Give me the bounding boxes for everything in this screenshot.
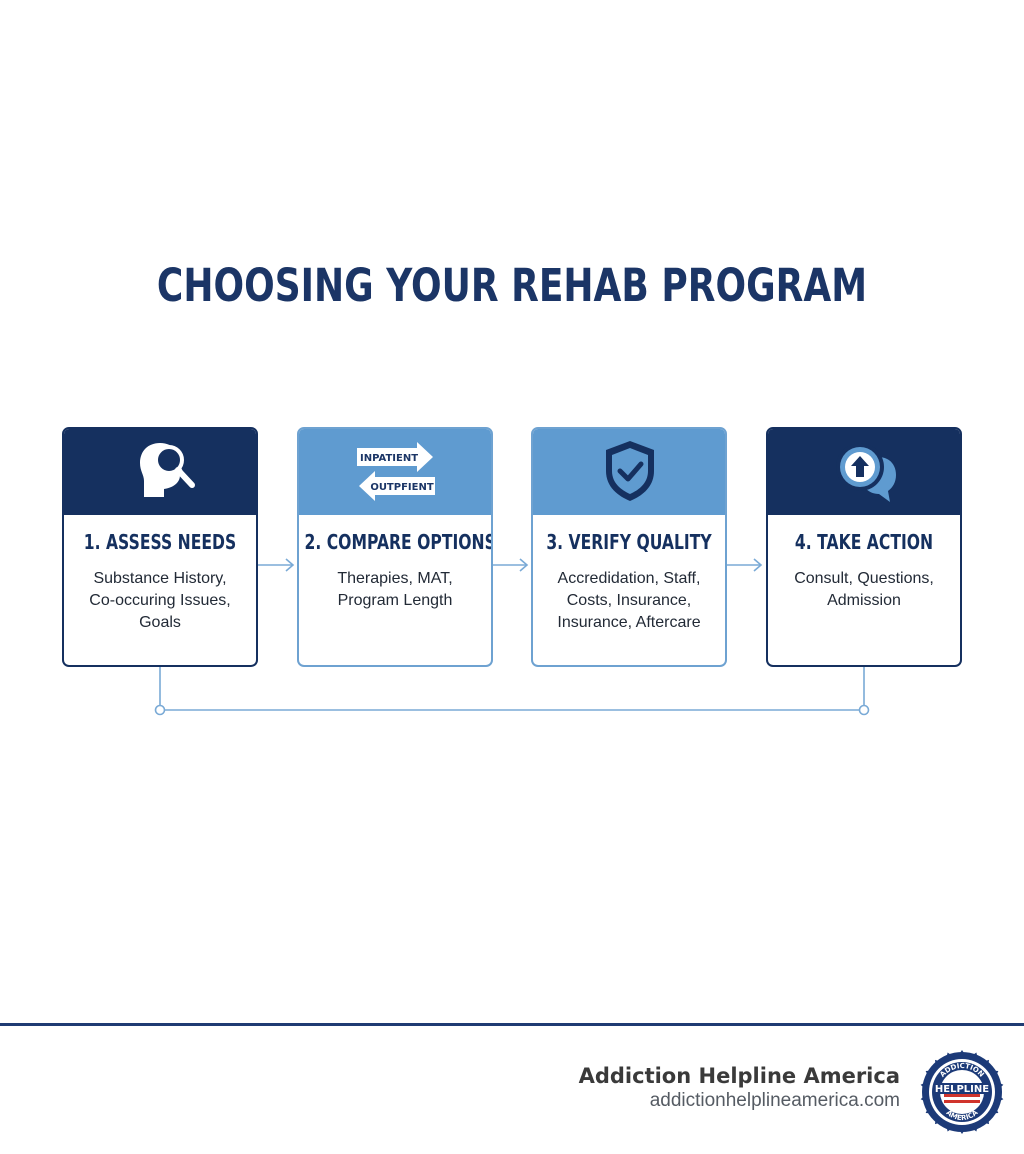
step-card-header xyxy=(768,429,960,515)
page-title: CHOOSING YOUR REHAB PROGRAM xyxy=(156,259,868,312)
loop-node-start xyxy=(154,704,166,716)
step-title: 2. COMPARE OPTIONS xyxy=(304,530,493,554)
step-description: Therapies, MAT, Program Length xyxy=(337,570,453,609)
svg-text:AMERICA: AMERICA xyxy=(945,1108,980,1122)
step-card-compare-options: INPATIENT OUTPFIENT 2. COMPARE OPTIONS T… xyxy=(297,427,493,667)
upload-chat-icon xyxy=(836,443,896,502)
shield-check-icon xyxy=(606,441,654,501)
svg-text:HELPLINE: HELPLINE xyxy=(935,1084,989,1095)
footer-divider xyxy=(0,1023,1024,1026)
flow-connectors xyxy=(154,558,870,716)
step-title: 1. ASSESS NEEDS xyxy=(83,530,237,554)
step-card-header: INPATIENT OUTPFIENT xyxy=(299,429,491,515)
step-description: Consult, Questions, Admission xyxy=(794,570,934,609)
head-search-icon xyxy=(140,443,195,497)
inpatient-arrow-label: INPATIENT xyxy=(360,453,418,464)
helpline-seal-logo: HELPLINE ADDICTION AMERICA xyxy=(920,1050,1004,1134)
step-title: 4. TAKE ACTION xyxy=(794,530,934,554)
direction-arrows-icon: INPATIENT OUTPFIENT xyxy=(357,442,435,501)
step-card-verify-quality: 3. VERIFY QUALITY Accredidation, Staff, … xyxy=(531,427,727,667)
step-title: 3. VERIFY QUALITY xyxy=(546,530,712,554)
step-description: Accredidation, Staff, Costs, Insurance, … xyxy=(557,570,701,631)
step-card-take-action: 4. TAKE ACTION Consult, Questions, Admis… xyxy=(766,427,962,667)
loop-node-end xyxy=(858,704,870,716)
brand-url[interactable]: addictionhelplineamerica.com xyxy=(649,1090,900,1111)
step-card-header xyxy=(64,429,256,515)
outpatient-arrow-label: OUTPFIENT xyxy=(370,482,434,493)
step-description: Substance History, Co-occuring Issues, G… xyxy=(89,570,231,631)
step-card-header xyxy=(533,429,725,515)
brand-name: Addiction Helpline America xyxy=(578,1064,900,1088)
step-card-assess-needs: 1. ASSESS NEEDS Substance History, Co-oc… xyxy=(62,427,258,667)
